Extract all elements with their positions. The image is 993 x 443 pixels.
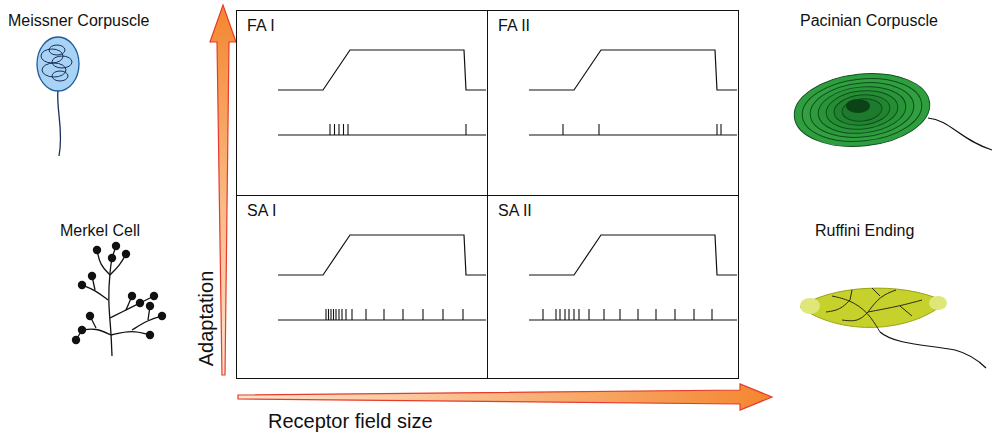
response-traces: [278, 50, 737, 320]
spike: [637, 309, 638, 320]
spike: [365, 309, 366, 320]
spike: [555, 309, 556, 320]
spike: [568, 309, 569, 320]
spike: [334, 124, 335, 135]
spike: [573, 309, 574, 320]
axis-label: Adaptation: [195, 270, 218, 366]
spike: [402, 309, 403, 320]
panel-title: FA I: [237, 11, 275, 35]
receptor-name: Meissner Corpuscle: [8, 12, 149, 30]
spike: [422, 309, 423, 320]
spike: [562, 124, 563, 135]
merkel-cell-drawing: [72, 242, 166, 356]
spike-baseline: [278, 319, 486, 320]
panel-title: SA I: [237, 196, 276, 220]
spike: [465, 124, 466, 135]
spike: [578, 309, 579, 320]
field-size-arrow: [238, 384, 772, 410]
receptor-name: Pacinian Corpuscle: [800, 12, 938, 30]
panel-title: SA II: [488, 196, 532, 220]
receptor-panel: FA II: [487, 10, 739, 196]
spike: [711, 309, 712, 320]
spike: [338, 124, 339, 135]
spike: [341, 309, 342, 320]
spike: [333, 309, 334, 320]
spike: [328, 309, 329, 320]
spike: [693, 309, 694, 320]
spike: [347, 124, 348, 135]
panel-title: FA II: [488, 11, 530, 35]
spike-baseline: [278, 134, 486, 135]
spike: [655, 309, 656, 320]
spike: [588, 309, 589, 320]
pacinian-corpuscle-drawing: [791, 67, 992, 153]
spike: [338, 309, 339, 320]
spike: [542, 309, 543, 320]
spike: [564, 309, 565, 320]
spike: [442, 309, 443, 320]
spike: [598, 124, 599, 135]
spike: [716, 124, 717, 135]
axis-label: Receptor field size: [268, 410, 433, 433]
stimulus-trace: [529, 235, 737, 275]
receptor-panel: SA II: [487, 195, 739, 379]
spike-baseline: [529, 134, 737, 135]
stimulus-trace: [529, 50, 737, 90]
spike: [383, 309, 384, 320]
spike: [720, 124, 721, 135]
spike: [462, 309, 463, 320]
receptor-panel: SA I: [236, 195, 488, 379]
spike: [343, 124, 344, 135]
spike: [351, 309, 352, 320]
spike: [335, 309, 336, 320]
ruffini-ending-drawing: [800, 288, 986, 368]
meissner-corpuscle-drawing: [37, 37, 79, 156]
stimulus-trace: [278, 235, 486, 275]
spike: [345, 309, 346, 320]
receptor-name: Merkel Cell: [60, 222, 140, 240]
receptor-panel: FA I: [236, 10, 488, 196]
spike: [329, 124, 330, 135]
spike: [603, 309, 604, 320]
spike: [559, 309, 560, 320]
spike: [325, 309, 326, 320]
spike: [330, 309, 331, 320]
spike: [674, 309, 675, 320]
receptor-name: Ruffini Ending: [815, 222, 914, 240]
stimulus-trace: [278, 50, 486, 90]
spike: [619, 309, 620, 320]
